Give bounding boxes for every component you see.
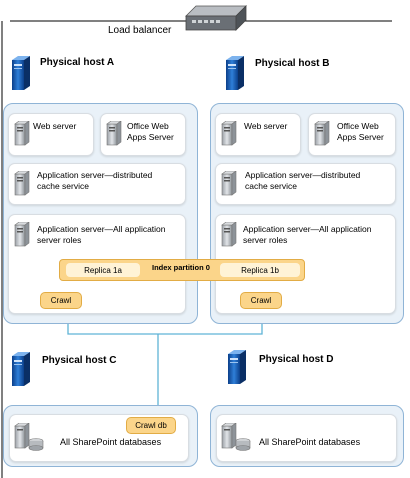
app-server-cache-label-2: cache service [37, 181, 89, 191]
app-server-cache-label-1: Application server—distributed [37, 170, 153, 180]
databases-label: All SharePoint databases [60, 437, 162, 447]
databases-label: All SharePoint databases [259, 437, 361, 447]
app-server-all-label-1: Application server—All application [243, 224, 372, 234]
crawl-db: Crawl db [126, 417, 176, 434]
replica-1a: Replica 1a [66, 263, 140, 277]
crawl-role-b: Crawl [240, 292, 282, 309]
server-tower-icon [10, 352, 32, 388]
app-server-cache-card: Application server—distributed cache ser… [215, 163, 396, 205]
app-server-cache-label-2: cache service [245, 181, 297, 191]
host-c-label: Physical host C [42, 355, 117, 366]
index-partition-label: Index partition 0 [152, 263, 210, 272]
server-tower-icon [226, 350, 248, 386]
app-server-all-label-2: server roles [37, 235, 82, 245]
office-web-apps-label-1: Office Web [127, 121, 169, 131]
load-balancer-icon [185, 5, 247, 31]
app-server-cache-card: Application server—distributed cache ser… [8, 163, 186, 205]
web-server-label: Web server [244, 121, 288, 131]
web-server-card: Web server [8, 113, 94, 156]
office-web-apps-card: Office Web Apps Server [308, 113, 396, 156]
app-server-cache-label-1: Application server—distributed [245, 170, 361, 180]
office-web-apps-label-2: Apps Server [127, 132, 174, 142]
host-d-label: Physical host D [259, 354, 334, 365]
host-a-label: Physical host A [40, 57, 115, 68]
host-b-label: Physical host B [255, 58, 330, 69]
office-web-apps-card: Office Web Apps Server [100, 113, 186, 156]
server-tower-icon [224, 56, 246, 92]
web-server-label: Web server [33, 121, 77, 131]
load-balancer-label: Load balancer [108, 25, 172, 36]
replica-1b: Replica 1b [220, 263, 300, 277]
office-web-apps-label-1: Office Web [337, 121, 379, 131]
database-card: All SharePoint databases [216, 414, 397, 462]
app-server-all-label-1: Application server—All application [37, 224, 166, 234]
office-web-apps-label-2: Apps Server [337, 132, 384, 142]
web-server-card: Web server [215, 113, 301, 156]
database-card: All SharePoint databases [9, 414, 189, 462]
server-tower-icon [10, 56, 32, 92]
app-server-all-label-2: server roles [243, 235, 288, 245]
crawl-role-a: Crawl [40, 292, 82, 309]
